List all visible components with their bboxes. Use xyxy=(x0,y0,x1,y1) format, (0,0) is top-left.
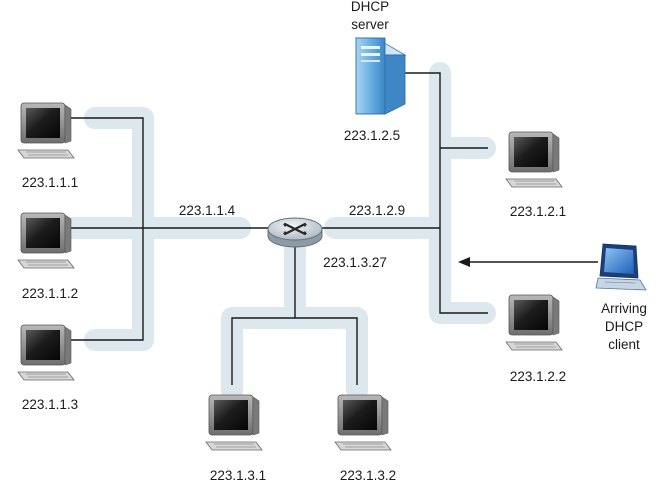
host-223-1-2-2[interactable]: 223.1.2.2 xyxy=(505,294,566,384)
host-223-1-1-2[interactable]: 223.1.1.2 xyxy=(17,212,78,301)
host-223-1-1-1[interactable]: 223.1.1.1 xyxy=(17,102,78,190)
host-223-1-2-1[interactable]: 223.1.2.1 xyxy=(505,131,566,219)
subnet-1-link xyxy=(65,117,270,341)
arriving-dhcp-client[interactable]: Arriving DHCP client xyxy=(595,243,647,352)
desktop-computer-icon xyxy=(17,212,75,269)
client-label-line-2: DHCP xyxy=(605,319,643,334)
interface-address: 223.1.1.4 xyxy=(179,203,236,218)
host-223-1-3-1[interactable]: 223.1.3.1 xyxy=(205,394,266,483)
subnet-1-region xyxy=(49,107,251,351)
host-address: 223.1.1.1 xyxy=(22,175,78,190)
server-tower-icon xyxy=(354,37,407,115)
arrival-arrow xyxy=(458,257,598,267)
laptop-icon xyxy=(595,243,647,291)
server-name-line-2: server xyxy=(351,17,389,32)
desktop-computer-icon xyxy=(334,394,392,451)
links xyxy=(65,72,488,385)
desktop-computer-icon xyxy=(505,131,563,188)
host-address: 223.1.2.2 xyxy=(510,369,566,384)
router[interactable]: 223.1.1.4 223.1.2.9 223.1.3.27 xyxy=(179,203,405,270)
server-address: 223.1.2.5 xyxy=(344,128,400,143)
server-name-line-1: DHCP xyxy=(351,0,389,14)
subnet-3-link xyxy=(231,245,358,385)
interface-address: 223.1.2.9 xyxy=(349,203,405,218)
desktop-computer-icon xyxy=(17,102,75,159)
desktop-computer-icon xyxy=(17,324,75,381)
client-label-line-1: Arriving xyxy=(601,301,647,316)
subnet-2-link xyxy=(320,72,488,314)
host-address: 223.1.3.1 xyxy=(210,468,266,483)
host-address: 223.1.1.3 xyxy=(22,397,78,412)
host-223-1-1-3[interactable]: 223.1.1.3 xyxy=(17,324,78,412)
host-address: 223.1.1.2 xyxy=(22,286,78,301)
host-address: 223.1.3.2 xyxy=(340,468,396,483)
desktop-computer-icon xyxy=(205,394,263,451)
router-icon xyxy=(267,217,323,248)
host-223-1-3-2[interactable]: 223.1.3.2 xyxy=(334,394,396,483)
interface-address: 223.1.3.27 xyxy=(323,255,387,270)
desktop-computer-icon xyxy=(505,294,563,351)
client-label-line-3: client xyxy=(608,337,640,352)
host-address: 223.1.2.1 xyxy=(510,204,566,219)
dhcp-server[interactable]: DHCP server 223.1.2.5 xyxy=(344,0,407,143)
